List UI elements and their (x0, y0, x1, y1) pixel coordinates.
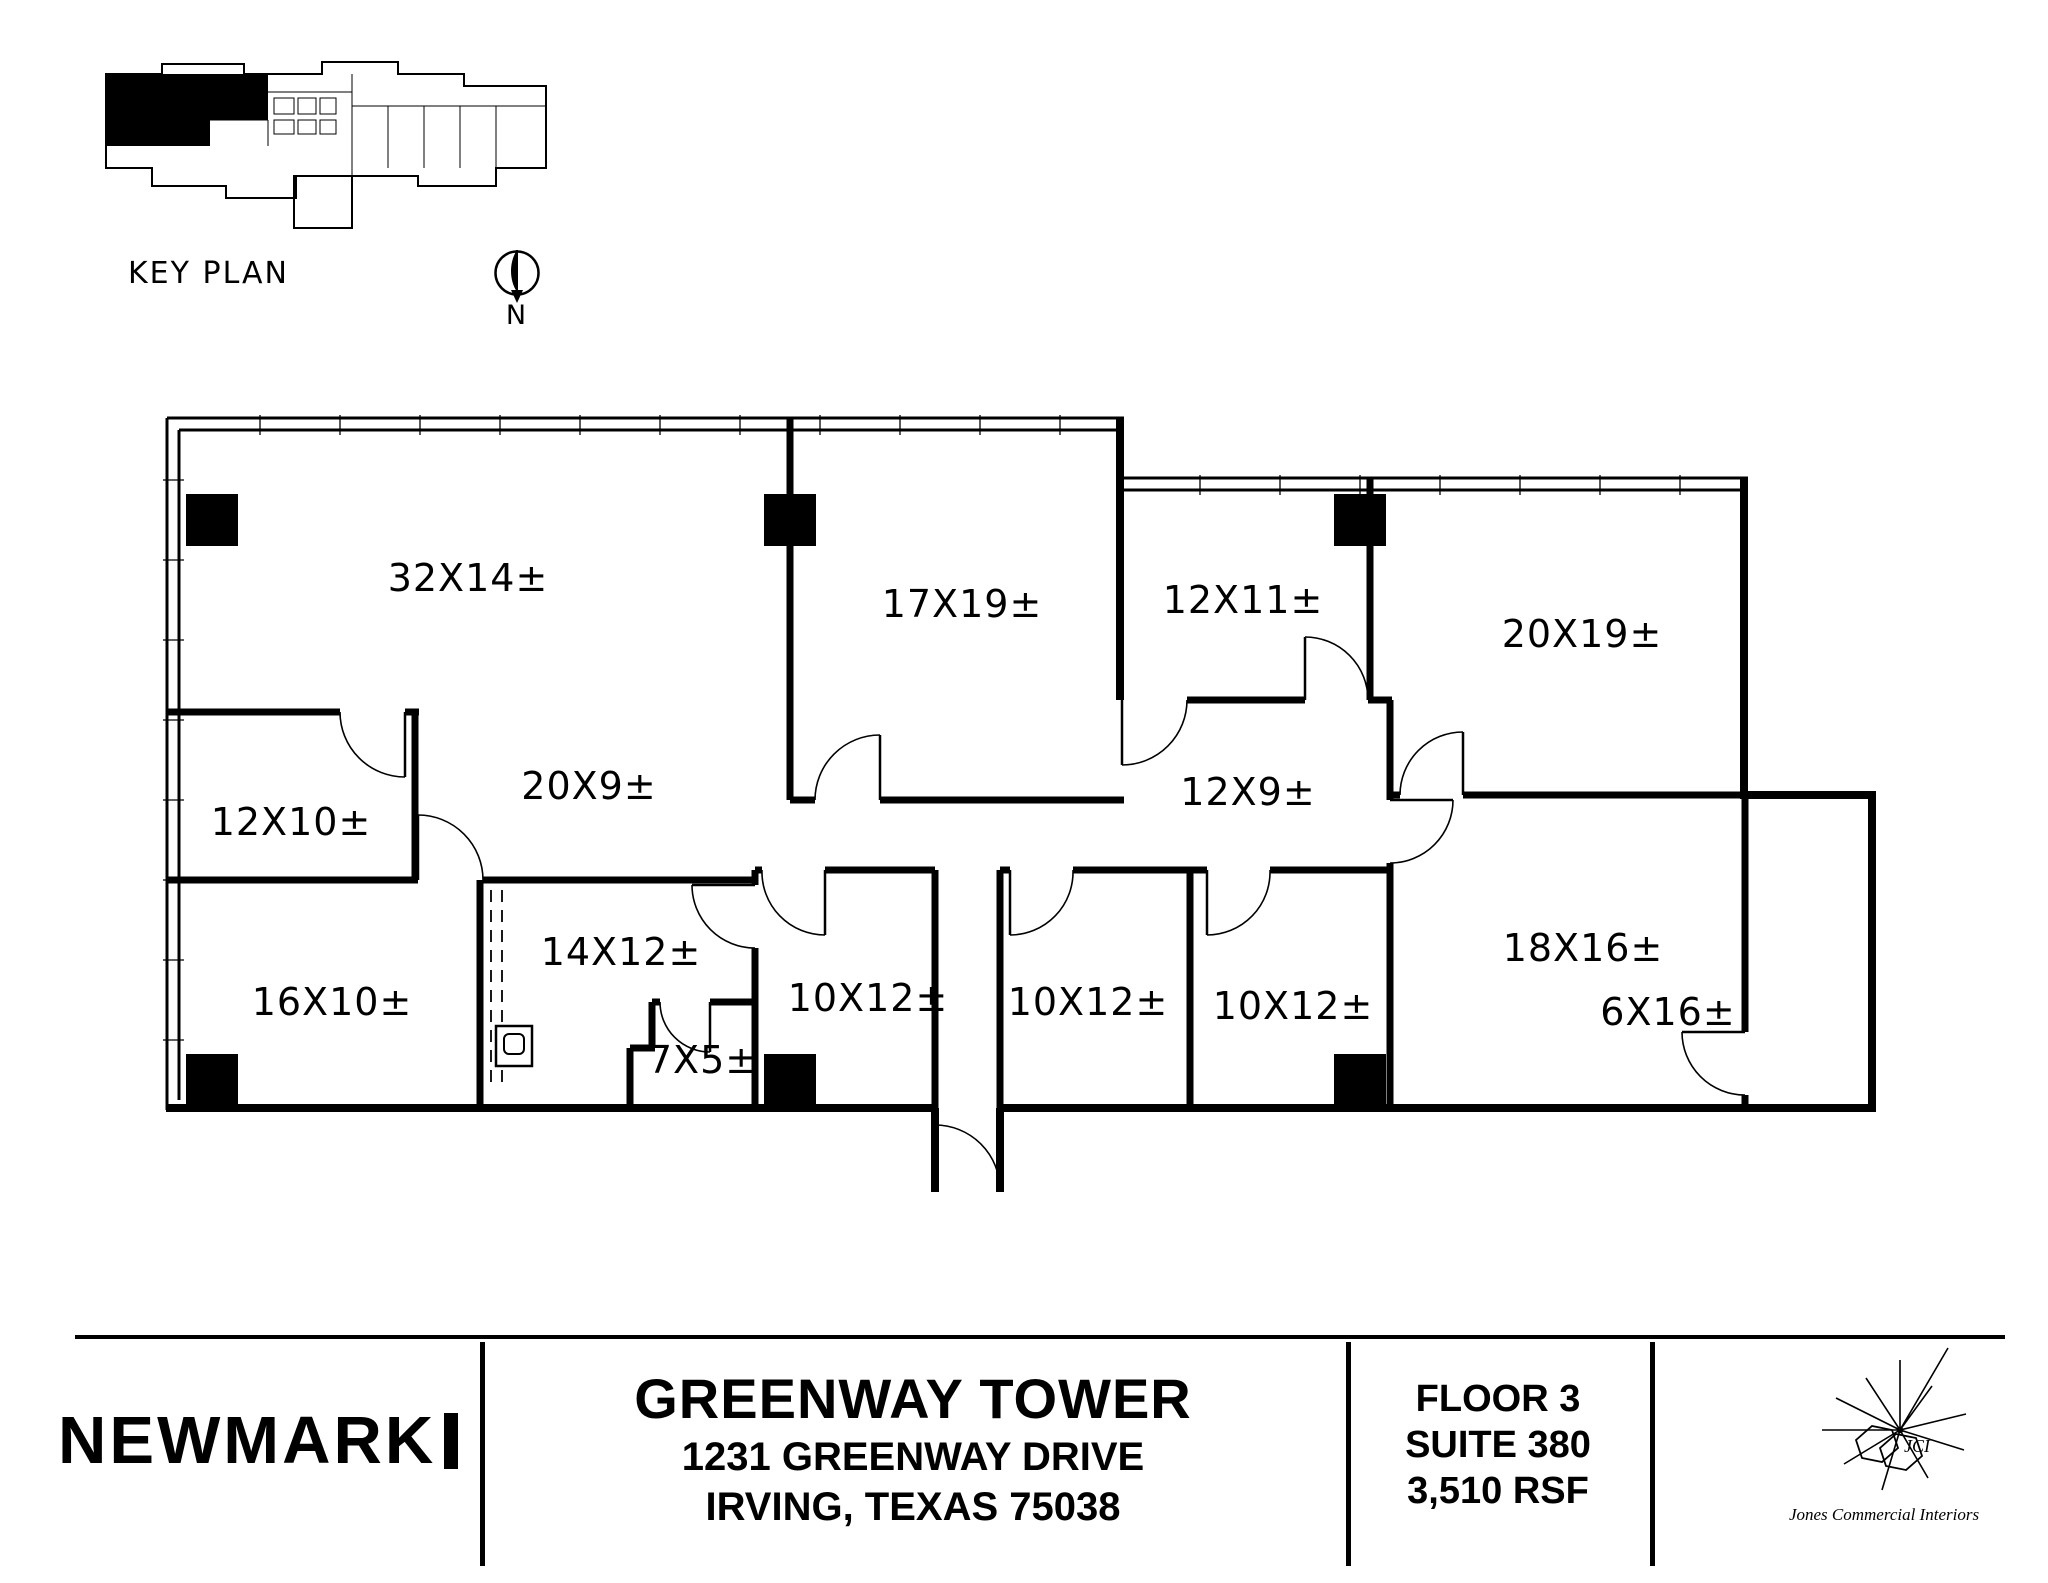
key-plan-core (273, 97, 337, 135)
newmark-logo: NEWMARK (58, 1402, 459, 1479)
room-label-20x9: 20X9± (521, 764, 657, 808)
columns (186, 494, 1386, 1106)
room-label-12x11: 12X11± (1162, 578, 1324, 622)
room-label-7x5: 7X5± (647, 1038, 759, 1082)
column (186, 1054, 238, 1106)
room-label-10x12-b: 10X12± (1007, 980, 1169, 1024)
room-label-10x12-c: 10X12± (1212, 984, 1374, 1028)
column (1334, 494, 1386, 546)
interior-walls (168, 418, 1749, 1112)
suite-info: FLOOR 3 SUITE 380 3,510 RSF (1346, 1376, 1650, 1514)
room-label-12x9: 12X9± (1180, 770, 1316, 814)
north-arrow-icon (494, 250, 540, 303)
footer-divider-1 (480, 1342, 485, 1566)
suite-label: SUITE 380 (1405, 1424, 1591, 1466)
key-plan-label: KEY PLAN (128, 256, 289, 291)
room-label-14x12: 14X12± (540, 930, 702, 974)
millwork (490, 890, 534, 1086)
room-label-6x16: 6X16± (1600, 990, 1736, 1034)
key-plan-lower-wing (293, 175, 353, 229)
footer-divider-2 (1346, 1342, 1351, 1566)
north-label: N (505, 300, 527, 331)
room-label-10x12-a: 10X12± (787, 976, 949, 1020)
jci-monogram: JCI (1904, 1436, 1930, 1456)
newmark-wordmark: NEWMARK (58, 1403, 437, 1478)
key-plan-drawing (105, 61, 547, 229)
door-leaves (403, 637, 1745, 1190)
column (764, 1054, 816, 1106)
building-address-line1: 1231 GREENWAY DRIVE (681, 1435, 1145, 1479)
floor-label: FLOOR 3 (1415, 1378, 1581, 1420)
building-address-line2: IRVING, TEXAS 75038 (705, 1485, 1121, 1529)
door-swings (339, 636, 1746, 1191)
room-label-32x14: 32X14± (387, 556, 549, 600)
column (186, 494, 238, 546)
room-label-20x19: 20X19± (1501, 612, 1663, 656)
exterior-walls (166, 418, 1876, 1192)
building-name: GREENWAY TOWER (634, 1367, 1192, 1430)
key-plan-suite-highlight (106, 74, 268, 146)
mullion-ticks (163, 415, 1681, 1041)
column (1334, 1054, 1386, 1106)
column (764, 494, 816, 546)
jci-logo-name: Jones Commercial Interiors (1788, 1505, 1980, 1524)
footer-divider-3 (1650, 1342, 1655, 1566)
room-label-16x10: 16X10± (251, 980, 413, 1024)
room-label-18x16: 18X16± (1502, 926, 1664, 970)
area-label: 3,510 RSF (1407, 1470, 1589, 1512)
jci-starburst (1822, 1347, 1967, 1491)
footer-rule (75, 1335, 2005, 1339)
newmark-logo-bar (444, 1412, 459, 1469)
building-info: GREENWAY TOWER 1231 GREENWAY DRIVE IRVIN… (480, 1366, 1346, 1532)
jci-logo (1822, 1347, 1967, 1491)
sink-fixture (494, 1024, 534, 1068)
jci-hexagons (1854, 1425, 1924, 1471)
room-label-12x10: 12X10± (210, 800, 372, 844)
window-walls (165, 416, 1748, 1110)
room-label-17x19: 17X19± (881, 582, 1043, 626)
